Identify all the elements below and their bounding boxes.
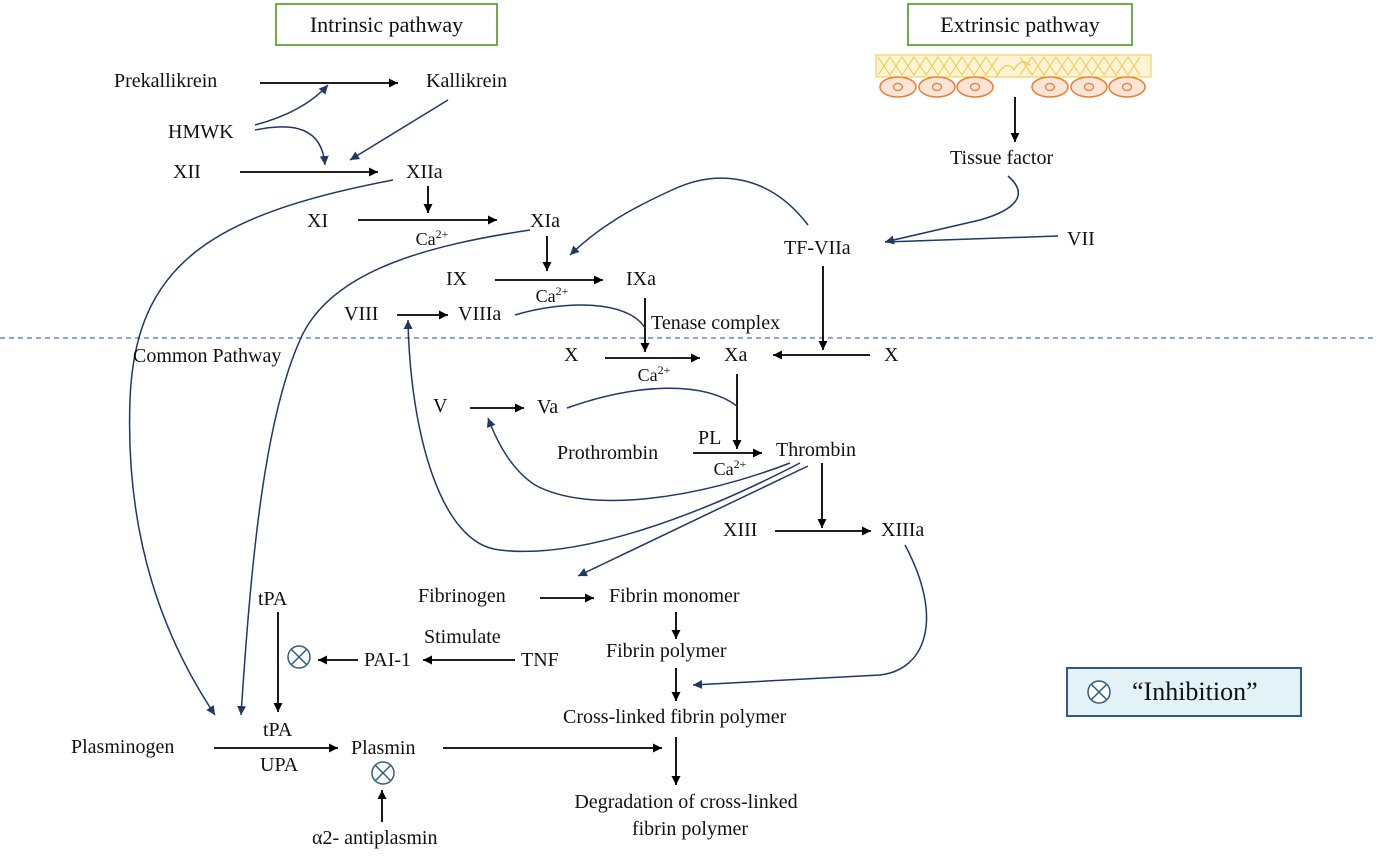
node-xiia: XIIa bbox=[406, 161, 443, 183]
cofactor-calcium: Ca2+ bbox=[535, 284, 569, 306]
node-v: V bbox=[433, 395, 448, 417]
node-tenase-complex: Tenase complex bbox=[651, 312, 781, 334]
node-xiiia: XIIIa bbox=[881, 519, 925, 541]
legend-label: “Inhibition” bbox=[1132, 677, 1258, 706]
node-tf-viia: TF-VIIa bbox=[784, 237, 851, 259]
node-x-left: X bbox=[564, 344, 579, 366]
node-tpa-top: tPA bbox=[258, 588, 288, 610]
node-thrombin: Thrombin bbox=[776, 439, 856, 461]
node-xi: XI bbox=[307, 210, 329, 232]
node-kallikrein: Kallikrein bbox=[426, 70, 508, 92]
node-ixa: IXa bbox=[626, 268, 656, 290]
curve-vii-tfviia bbox=[884, 235, 1059, 243]
node-viiia: VIIIa bbox=[458, 303, 502, 325]
reaction-arrows bbox=[214, 78, 1020, 822]
node-hmwk: HMWK bbox=[168, 121, 234, 143]
curve-kallikrein-xiia bbox=[349, 99, 449, 161]
node-plasmin: Plasmin bbox=[351, 737, 416, 759]
node-fibrin-monomer: Fibrin monomer bbox=[609, 585, 740, 607]
node-xiii: XIII bbox=[723, 519, 758, 541]
node-upa: UPA bbox=[260, 754, 299, 776]
node-xia: XIa bbox=[530, 210, 560, 232]
cofactor-calcium: Ca2+ bbox=[637, 363, 671, 385]
curve-thrombin-fibrinogen bbox=[577, 465, 809, 577]
curve-thrombin-v bbox=[486, 417, 791, 502]
intrinsic-pathway-title: Intrinsic pathway bbox=[275, 3, 498, 46]
node-tpa-mid: tPA bbox=[263, 719, 293, 741]
node-plasminogen: Plasminogen bbox=[71, 736, 175, 758]
node-prothrombin: Prothrombin bbox=[557, 442, 659, 464]
curve-tfviia-xia bbox=[569, 177, 809, 256]
node-ix: IX bbox=[446, 268, 468, 290]
inhibition-icon bbox=[371, 761, 395, 785]
curve-thrombin-viii bbox=[403, 319, 801, 553]
curve-xiiia-crosslink bbox=[692, 544, 928, 690]
node-tissue-factor: Tissue factor bbox=[950, 147, 1054, 169]
common-pathway-label: Common Pathway bbox=[133, 345, 282, 367]
endothelium-illustration bbox=[875, 54, 1152, 98]
extrinsic-pathway-title: Extrinsic pathway bbox=[907, 3, 1133, 46]
node-alpha2-antiplasmin: α2- antiplasmin bbox=[312, 827, 438, 849]
node-fibrin-polymer: Fibrin polymer bbox=[606, 640, 727, 662]
curve-xiia-plasminogen bbox=[128, 179, 394, 716]
curve-tissuefactor-tfviia bbox=[884, 175, 1020, 245]
node-prekallikrein: Prekallikrein bbox=[114, 70, 218, 92]
node-xii: XII bbox=[173, 161, 201, 183]
node-degradation-line-1: Degradation of cross-linked bbox=[574, 791, 798, 813]
curve-xia-plasminogen bbox=[237, 229, 531, 716]
node-degradation-line-2: fibrin polymer bbox=[631, 818, 749, 840]
node-tnf: TNF bbox=[521, 649, 559, 671]
cofactor-calcium: Ca2+ bbox=[415, 227, 449, 249]
node-stimulate: Stimulate bbox=[424, 626, 501, 648]
node-va: Va bbox=[537, 396, 559, 418]
node-x-right: X bbox=[884, 344, 899, 366]
inhibition-icon bbox=[1087, 680, 1111, 704]
node-pl: PL bbox=[698, 427, 722, 449]
node-viii: VIII bbox=[344, 303, 379, 325]
node-pai-1: PAI-1 bbox=[364, 649, 412, 671]
curve-va-xa bbox=[566, 387, 738, 409]
curve-viiia-tenase bbox=[514, 304, 646, 329]
cofactor-calcium: Ca2+ bbox=[713, 457, 747, 479]
node-fibrinogen: Fibrinogen bbox=[418, 585, 506, 607]
curve-hmwk-xii bbox=[254, 126, 329, 166]
node-vii: VII bbox=[1067, 228, 1095, 250]
inhibition-icon bbox=[287, 645, 311, 669]
node-crosslinked-fibrin-polymer: Cross-linked fibrin polymer bbox=[563, 706, 787, 728]
node-xa: Xa bbox=[724, 344, 748, 366]
feedback-arrows bbox=[128, 84, 1059, 716]
inhibition-legend: “Inhibition” bbox=[1066, 667, 1302, 717]
curve-hmwk-prekallikrein bbox=[254, 84, 329, 126]
